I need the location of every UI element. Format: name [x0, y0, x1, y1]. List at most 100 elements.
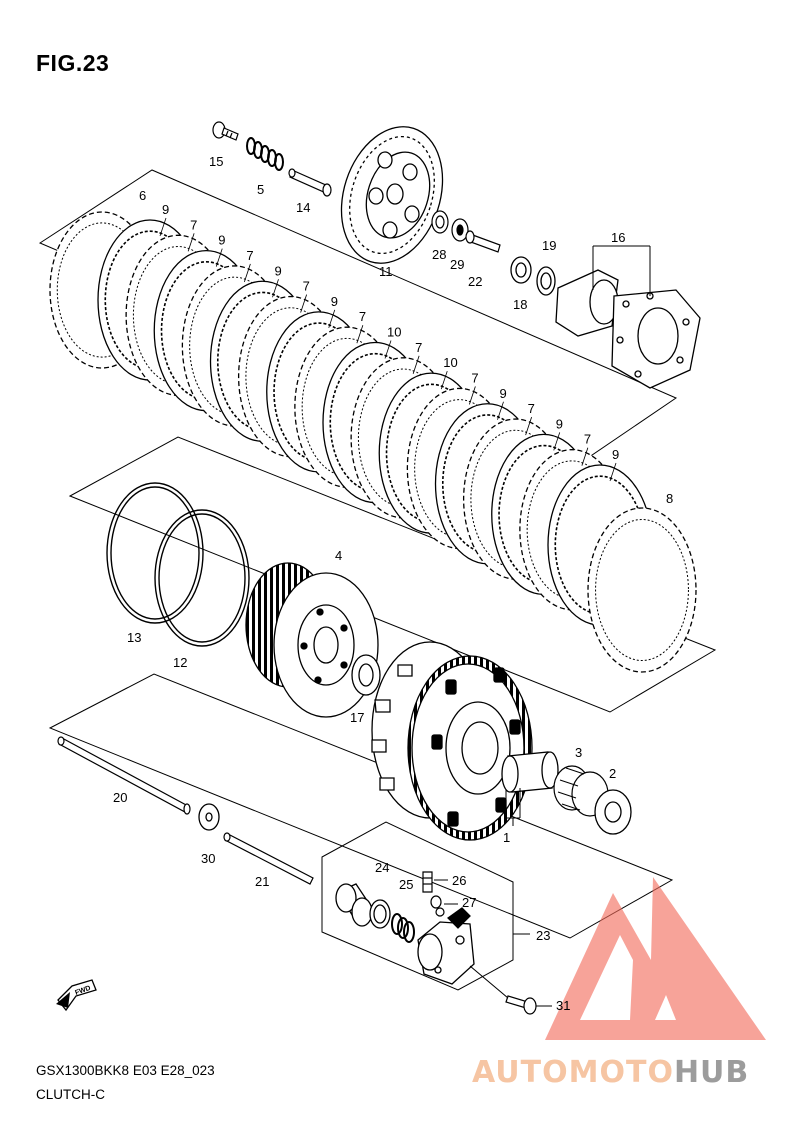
part-number-20: 20: [113, 790, 127, 805]
spacer-collar: [501, 751, 559, 793]
clutch-plate-8: [587, 507, 697, 673]
plate-number-9: 9: [612, 447, 619, 462]
housing-group-frame: [48, 673, 674, 939]
plate-group-frame: [68, 436, 717, 713]
part-number-6: 6: [139, 188, 146, 203]
part-number-14: 14: [296, 200, 310, 215]
wire-ring-12: [154, 509, 250, 647]
part-number-26: 26: [452, 873, 466, 888]
watermark-text-b: HUB: [673, 1055, 750, 1090]
watermark-text: AUTOMOTOHUB: [472, 1055, 749, 1090]
part-number-29: 29: [450, 257, 464, 272]
part-number-19: 19: [542, 238, 556, 253]
washer-2: [594, 789, 632, 835]
plate-leader: [525, 416, 533, 436]
plate-number-7: 7: [303, 279, 310, 294]
plate-leader: [609, 462, 617, 482]
washer-17: [351, 654, 381, 696]
spring-5: [246, 137, 284, 171]
plate-number-10: 10: [387, 325, 401, 340]
plate-number-9: 9: [218, 233, 225, 248]
part-number-4: 4: [335, 548, 342, 563]
plate-leader: [243, 263, 251, 283]
plate-number-9: 9: [162, 202, 169, 217]
bolt-15: [212, 121, 239, 141]
plate-number-7: 7: [246, 248, 253, 263]
part-number-3: 3: [575, 745, 582, 760]
part-number-18: 18: [513, 297, 527, 312]
fwd-arrow-icon: FWD: [56, 979, 97, 1012]
watermark-logo-icon: [545, 877, 766, 1040]
part-number-21: 21: [255, 874, 269, 889]
part-number-8: 8: [666, 491, 673, 506]
washer-30: [198, 803, 220, 831]
plate-leader: [384, 340, 392, 359]
shaft-22: [465, 230, 501, 253]
wire-ring-13: [106, 482, 204, 624]
plate-number-7: 7: [190, 217, 197, 232]
part-number-23: 23: [536, 928, 550, 943]
part-number-13: 13: [127, 630, 141, 645]
piston-24: [335, 883, 373, 927]
spring-25: [391, 913, 415, 943]
pressure-plate-11: [340, 126, 444, 264]
push-piece-14: [288, 168, 332, 197]
plate-leader: [159, 217, 167, 237]
figure-title: FIG.23: [36, 50, 110, 76]
part-number-17: 17: [350, 710, 364, 725]
washer-28: [431, 210, 449, 234]
plate-number-7: 7: [471, 370, 478, 385]
bearing-29: [451, 218, 469, 242]
sleeve-hub-4: [245, 562, 379, 718]
plate-leader: [328, 309, 336, 329]
part-number-28: 28: [432, 247, 446, 262]
leader-31b: [469, 965, 509, 999]
plate-leader: [468, 386, 476, 405]
cap-27: [430, 895, 445, 917]
plate-number-9: 9: [331, 294, 338, 309]
plate-number-7: 7: [584, 432, 591, 447]
plate-leader: [187, 233, 195, 252]
part-number-24: 24: [375, 860, 389, 875]
plate-leader: [581, 447, 589, 466]
plate-leader: [356, 325, 364, 344]
plate-leader: [497, 401, 504, 420]
plate-leader: [440, 370, 448, 390]
part-number-25: 25: [399, 877, 413, 892]
seal-24: [369, 899, 391, 929]
clutch-housing-1: [371, 641, 533, 841]
plate-leader: [215, 248, 223, 267]
plate-leader: [412, 355, 420, 374]
plate-leader: [553, 432, 561, 451]
damper-hub-16: [555, 269, 701, 389]
washer-19: [536, 266, 556, 296]
part-number-27: 27: [462, 895, 476, 910]
part-number-16: 16: [611, 230, 625, 245]
plate-leader: [272, 279, 279, 298]
plate-number-7: 7: [528, 401, 535, 416]
leader-1: [505, 788, 521, 826]
part-number-2: 2: [609, 766, 616, 781]
slave-cylinder-body: [417, 907, 475, 985]
part-number-15: 15: [209, 154, 223, 169]
plate-number-10: 10: [443, 355, 457, 370]
push-rod-20: [57, 736, 191, 815]
watermark-text-a: AUTOMOTO: [472, 1055, 674, 1090]
clutch-plate-stack: [49, 211, 697, 673]
plate-number-9: 9: [500, 386, 507, 401]
nut-18: [510, 256, 532, 284]
part-number-31: 31: [556, 998, 570, 1013]
part-number-12: 12: [173, 655, 187, 670]
plate-number-9: 9: [275, 263, 282, 278]
part-number-22: 22: [468, 274, 482, 289]
plate-number-7: 7: [415, 340, 422, 355]
slave-cylinder-frame: [321, 821, 514, 991]
plate-leader: [300, 294, 308, 313]
plate-number-7: 7: [359, 309, 366, 324]
part-number-1: 1: [503, 830, 510, 845]
bolt-31: [505, 995, 537, 1015]
figure-name: CLUTCH-C: [36, 1087, 105, 1102]
